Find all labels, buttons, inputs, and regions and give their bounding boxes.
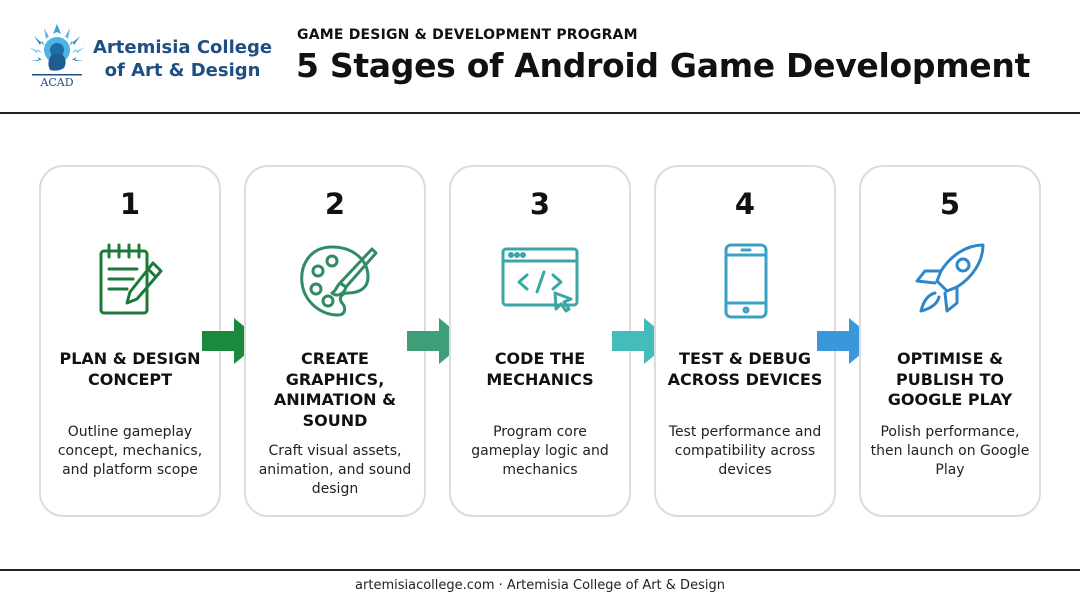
stage-number: 5 <box>939 187 961 221</box>
college-name: Artemisia College of Art & Design <box>93 36 272 82</box>
stage-card-4: 4 TEST & DEBUG ACROSS DEVICES Test perfo… <box>654 165 836 517</box>
stage-title: CREATE GRAPHICS, ANIMATION & SOUND <box>273 349 397 430</box>
palette-brush-icon <box>300 245 378 317</box>
footer-text: artemisiacollege.com · Artemisia College… <box>355 578 725 593</box>
stage-title: OPTIMISE & PUBLISH TO GOOGLE PLAY <box>887 349 1013 409</box>
stage-number: 1 <box>119 187 141 221</box>
stage-number: 4 <box>734 187 756 221</box>
header-divider <box>0 112 1080 114</box>
college-name-line-1: Artemisia College <box>93 37 273 58</box>
logo-text: ACAD <box>39 76 73 89</box>
college-name-line-2: of Art & Design <box>104 60 261 81</box>
stage-number: 2 <box>324 187 346 221</box>
stage-title: PLAN & DESIGN CONCEPT <box>59 349 201 389</box>
stage-description: Outline gameplay concept, mechanics, and… <box>57 424 203 478</box>
stage-card-3: 3 CODE THE MECHANICS Program core gamepl… <box>449 165 631 517</box>
program-kicker: GAME DESIGN & DEVELOPMENT PROGRAM <box>297 27 638 43</box>
stage-title: CODE THE MECHANICS <box>486 349 594 389</box>
code-window-icon <box>501 247 579 313</box>
page-title: 5 Stages of Android Game Development <box>296 46 1031 85</box>
stage-card-5: 5 OPTIMISE & PUBLISH TO GOOGLE PLAY Poli… <box>859 165 1041 517</box>
stage-card-1: 1 PLAN & DESIGN CONCEPT Outline gameplay… <box>39 165 221 517</box>
peacock-logo-icon: ACAD <box>29 24 85 89</box>
header: ACAD Artemisia College of Art & Design G… <box>0 0 1080 113</box>
stage-number: 3 <box>529 187 551 221</box>
stage-description: Craft visual assets, animation, and soun… <box>258 443 412 497</box>
smartphone-icon <box>724 243 768 319</box>
stage-description: Polish performance, then launch on Googl… <box>870 424 1030 478</box>
stage-description: Program core gameplay logic and mechanic… <box>471 424 609 478</box>
rocket-icon <box>915 243 985 313</box>
notepad-pencil-icon <box>99 243 163 315</box>
footer-divider <box>0 569 1080 571</box>
stage-title: TEST & DEBUG ACROSS DEVICES <box>667 349 823 389</box>
stage-description: Test performance and compatibility acros… <box>668 424 822 478</box>
stage-card-2: 2 CREATE GRAPHICS, ANIMATION & SOUND Cra… <box>244 165 426 517</box>
